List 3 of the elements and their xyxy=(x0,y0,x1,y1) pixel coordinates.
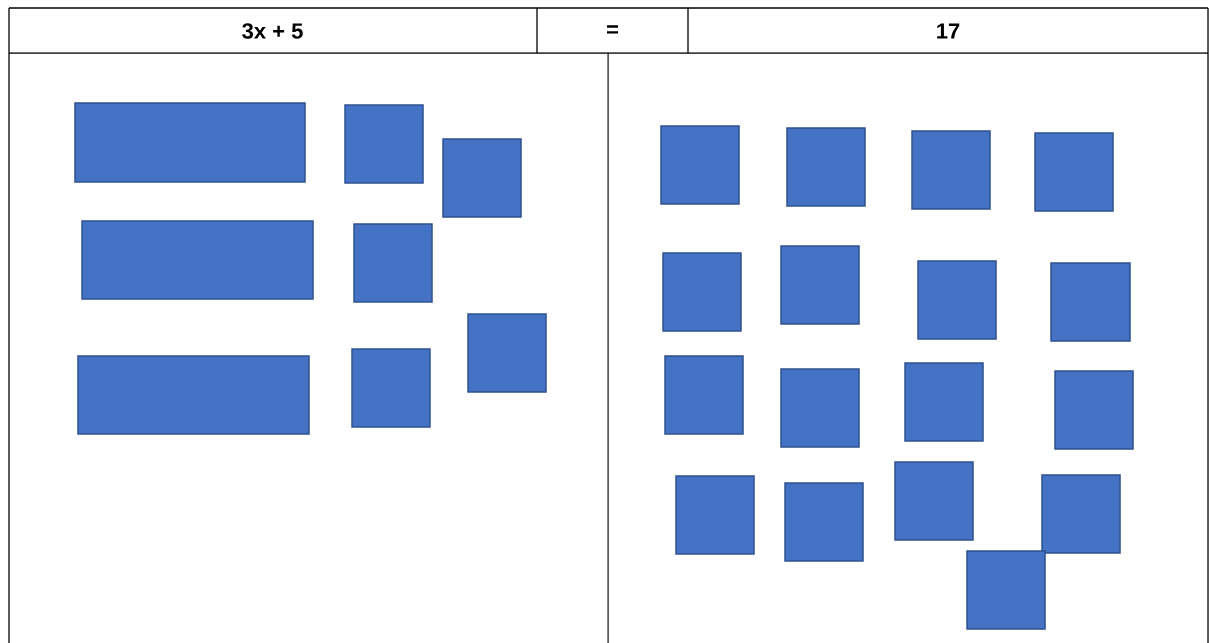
value-text: 17 xyxy=(937,23,960,39)
expression-text: 3x + 5 xyxy=(242,23,303,39)
equals-sign: = xyxy=(607,25,619,34)
